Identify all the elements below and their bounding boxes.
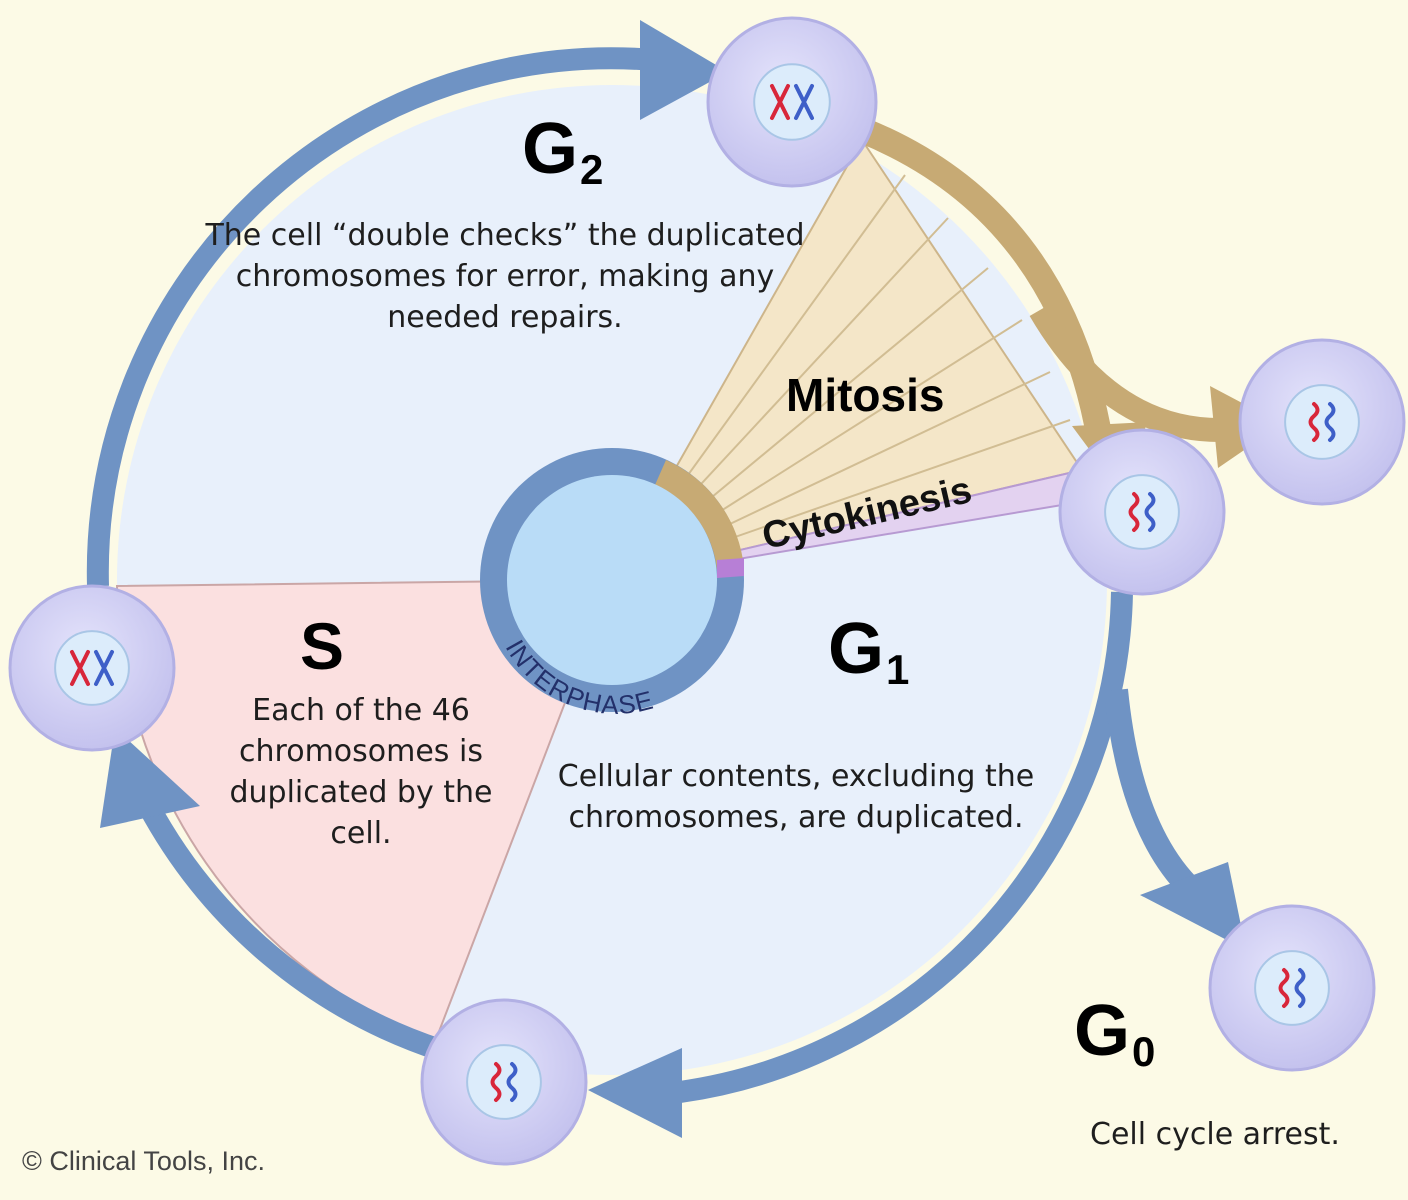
chromosome-icon xyxy=(770,84,814,120)
chromosome-icon xyxy=(1308,402,1336,442)
chromosome-icon xyxy=(1278,968,1306,1008)
mitosis-label: Mitosis xyxy=(786,369,945,421)
cell-g0 xyxy=(1208,904,1376,1072)
cell-g1 xyxy=(1058,428,1226,596)
chromosome-icon xyxy=(1128,492,1156,532)
cycle-arrow-s xyxy=(138,799,444,1061)
cycle-arrowhead-top xyxy=(640,20,728,120)
cell-s xyxy=(8,584,176,752)
cell-daughter xyxy=(1238,338,1406,506)
cycle-arrowhead-bottom xyxy=(588,1048,682,1138)
copyright-notice: © Clinical Tools, Inc. xyxy=(22,1146,265,1176)
g0-exit-arrow xyxy=(1104,688,1201,899)
interphase-core xyxy=(507,475,717,685)
g0-arrowhead xyxy=(1140,862,1246,950)
chromosome-icon xyxy=(70,650,114,686)
s-label: S xyxy=(300,609,345,683)
mitosis-branch-arrow xyxy=(1029,303,1221,442)
s-description: Each of the 46 chromosomes is duplicated… xyxy=(229,693,493,851)
chromosome-icon xyxy=(490,1062,518,1102)
g0-label: G0 xyxy=(1074,991,1156,1075)
g2-label: G2 xyxy=(522,109,604,193)
g0-description: Cell cycle arrest. xyxy=(1090,1117,1340,1152)
interphase-ring-mitosis-band xyxy=(655,460,744,570)
interphase-ring-cytokinesis-band xyxy=(717,558,744,578)
cycle-arrow-g2-to-m xyxy=(86,47,655,587)
g1-description: Cellular contents, excluding the chromos… xyxy=(557,759,1035,835)
g2-description: The cell “double checks” the duplicated … xyxy=(205,218,805,335)
cell-bottom xyxy=(420,998,588,1166)
g1-label: G1 xyxy=(828,609,910,693)
cell-g2 xyxy=(706,16,878,188)
cycle-arrowhead-left xyxy=(100,728,200,828)
